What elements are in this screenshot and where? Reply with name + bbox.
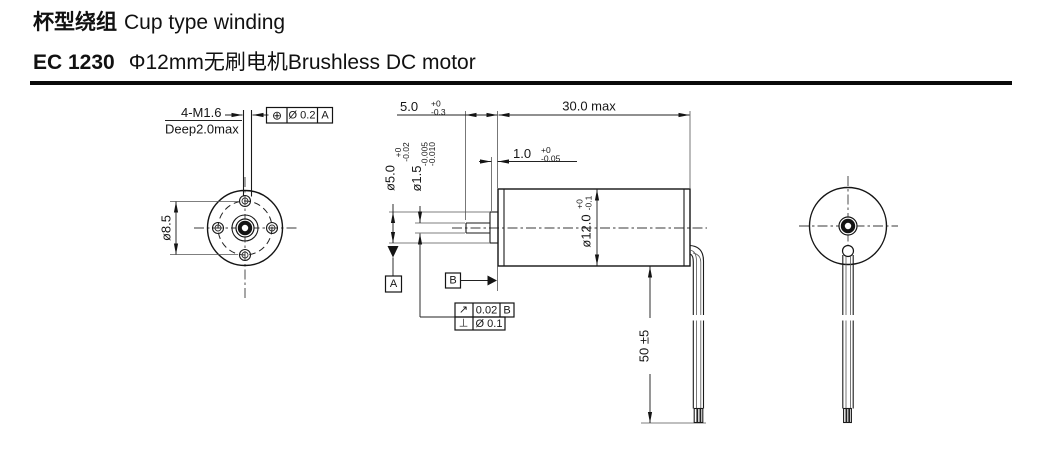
fcf-position: ⊕ Ø 0.2 A	[265, 106, 334, 124]
model-number: EC 1230	[33, 51, 115, 74]
boss-dia-tol-lower: -0.02	[401, 142, 411, 162]
datum-a-label: A	[390, 278, 398, 290]
lead-wires-side	[689, 244, 705, 424]
wire-grommet	[841, 244, 855, 258]
subtitle-text: Φ12mm无刷电机Brushless DC motor	[128, 51, 476, 74]
body-dia-tol-upper: +0	[575, 199, 585, 209]
shaft-extension-tol-lower: -0.3	[431, 107, 446, 117]
boss-dia-tol-upper: +0	[393, 147, 403, 157]
shaft-dia-value: ø1.5	[409, 165, 424, 191]
motor-face-outline	[206, 189, 284, 267]
dim-bolt-circle: ø8.5	[159, 201, 238, 255]
callout-tapped-holes: 4-M1.6 Deep2.0max	[165, 105, 269, 137]
page-title: 杯型绕组 Cup type winding	[33, 6, 285, 36]
datum-b-label: B	[449, 275, 456, 287]
datum-a-triangle	[387, 246, 399, 258]
bolt-circle-dia-label: ø8.5	[159, 215, 174, 241]
boss-length-tol-upper: +0	[541, 145, 551, 155]
front-view: ø8.5 4-M1.6 Deep2.0max ⊕ Ø 0.2 A	[159, 105, 334, 301]
hole-projection-lines	[242, 110, 253, 197]
rear-face-outline	[808, 186, 888, 266]
rear-view	[799, 176, 898, 424]
shaft-extension-value: 5.0	[400, 99, 418, 114]
perpendicularity-symbol-icon: ⊥	[459, 318, 469, 330]
dim-lead-length: 50 ±5	[637, 266, 653, 423]
fcf-perpendicularity: ⊥ Ø 0.1	[454, 316, 506, 331]
position-symbol-icon: ⊕	[272, 109, 282, 123]
tapped-hole-count-label: 4-M1.6	[181, 105, 221, 120]
body-dia-value: ø12.0	[579, 214, 594, 247]
boss-length-value: 1.0	[513, 146, 531, 161]
boss-outline	[489, 211, 499, 244]
boss-length-tol-lower: -0.05	[541, 154, 561, 164]
tapped-holes	[211, 194, 279, 262]
motor-body-outline	[497, 188, 691, 267]
fcf-runout: ↗ 0.02 B	[454, 302, 515, 318]
page-subtitle: EC 1230 Φ12mm无刷电机Brushless DC motor	[33, 46, 476, 76]
shaft-dia-tol-lower: -0.010	[427, 142, 437, 166]
title-chinese: 杯型绕组	[33, 11, 117, 34]
header-divider	[30, 81, 1012, 85]
runout-symbol-icon: ↗	[459, 304, 468, 316]
dim-shaft-dia: ø1.5 -0.005 -0.010	[409, 142, 455, 318]
title-english: Cup type winding	[124, 11, 286, 34]
boss-dia-value: ø5.0	[383, 165, 398, 191]
datum-b-triangle	[487, 275, 497, 286]
body-length-label: 30.0 max	[562, 99, 616, 114]
perpendicularity-tolerance-label: Ø 0.1	[476, 318, 503, 330]
runout-tolerance-label: 0.02	[476, 305, 497, 317]
bolt-circle	[217, 200, 273, 256]
rear-shaft-hub	[838, 216, 858, 236]
dim-boss-dia: ø5.0 +0 -0.02 A	[383, 142, 411, 293]
body-dia-tol-lower: -0.1	[584, 195, 594, 210]
shaft-outline	[465, 222, 490, 234]
datum-b: B	[444, 272, 497, 289]
shaft-extension-tol-upper: +0	[431, 99, 441, 109]
lead-wires-rear	[842, 255, 854, 424]
lead-length-label: 50 ±5	[637, 330, 652, 362]
dim-body-dia: ø12.0 +0 -0.1	[575, 189, 600, 266]
position-tolerance-label: Ø 0.2	[289, 110, 316, 122]
dim-shaft-extension: 5.0 +0 -0.3	[397, 99, 498, 118]
tapped-hole-depth-label: Deep2.0max	[165, 122, 239, 137]
side-view: 5.0 +0 -0.3 30.0 max 1.0 +0 -0.05	[383, 99, 707, 424]
runout-datum-label: B	[503, 305, 510, 317]
front-shaft-hub	[235, 218, 255, 238]
front-boss-circle	[231, 214, 259, 242]
shaft-dia-tol-upper: -0.005	[420, 142, 430, 166]
position-datum-label: A	[321, 110, 329, 122]
dim-boss-length: 1.0 +0 -0.05	[479, 145, 577, 164]
dim-body-length: 30.0 max	[498, 99, 690, 118]
